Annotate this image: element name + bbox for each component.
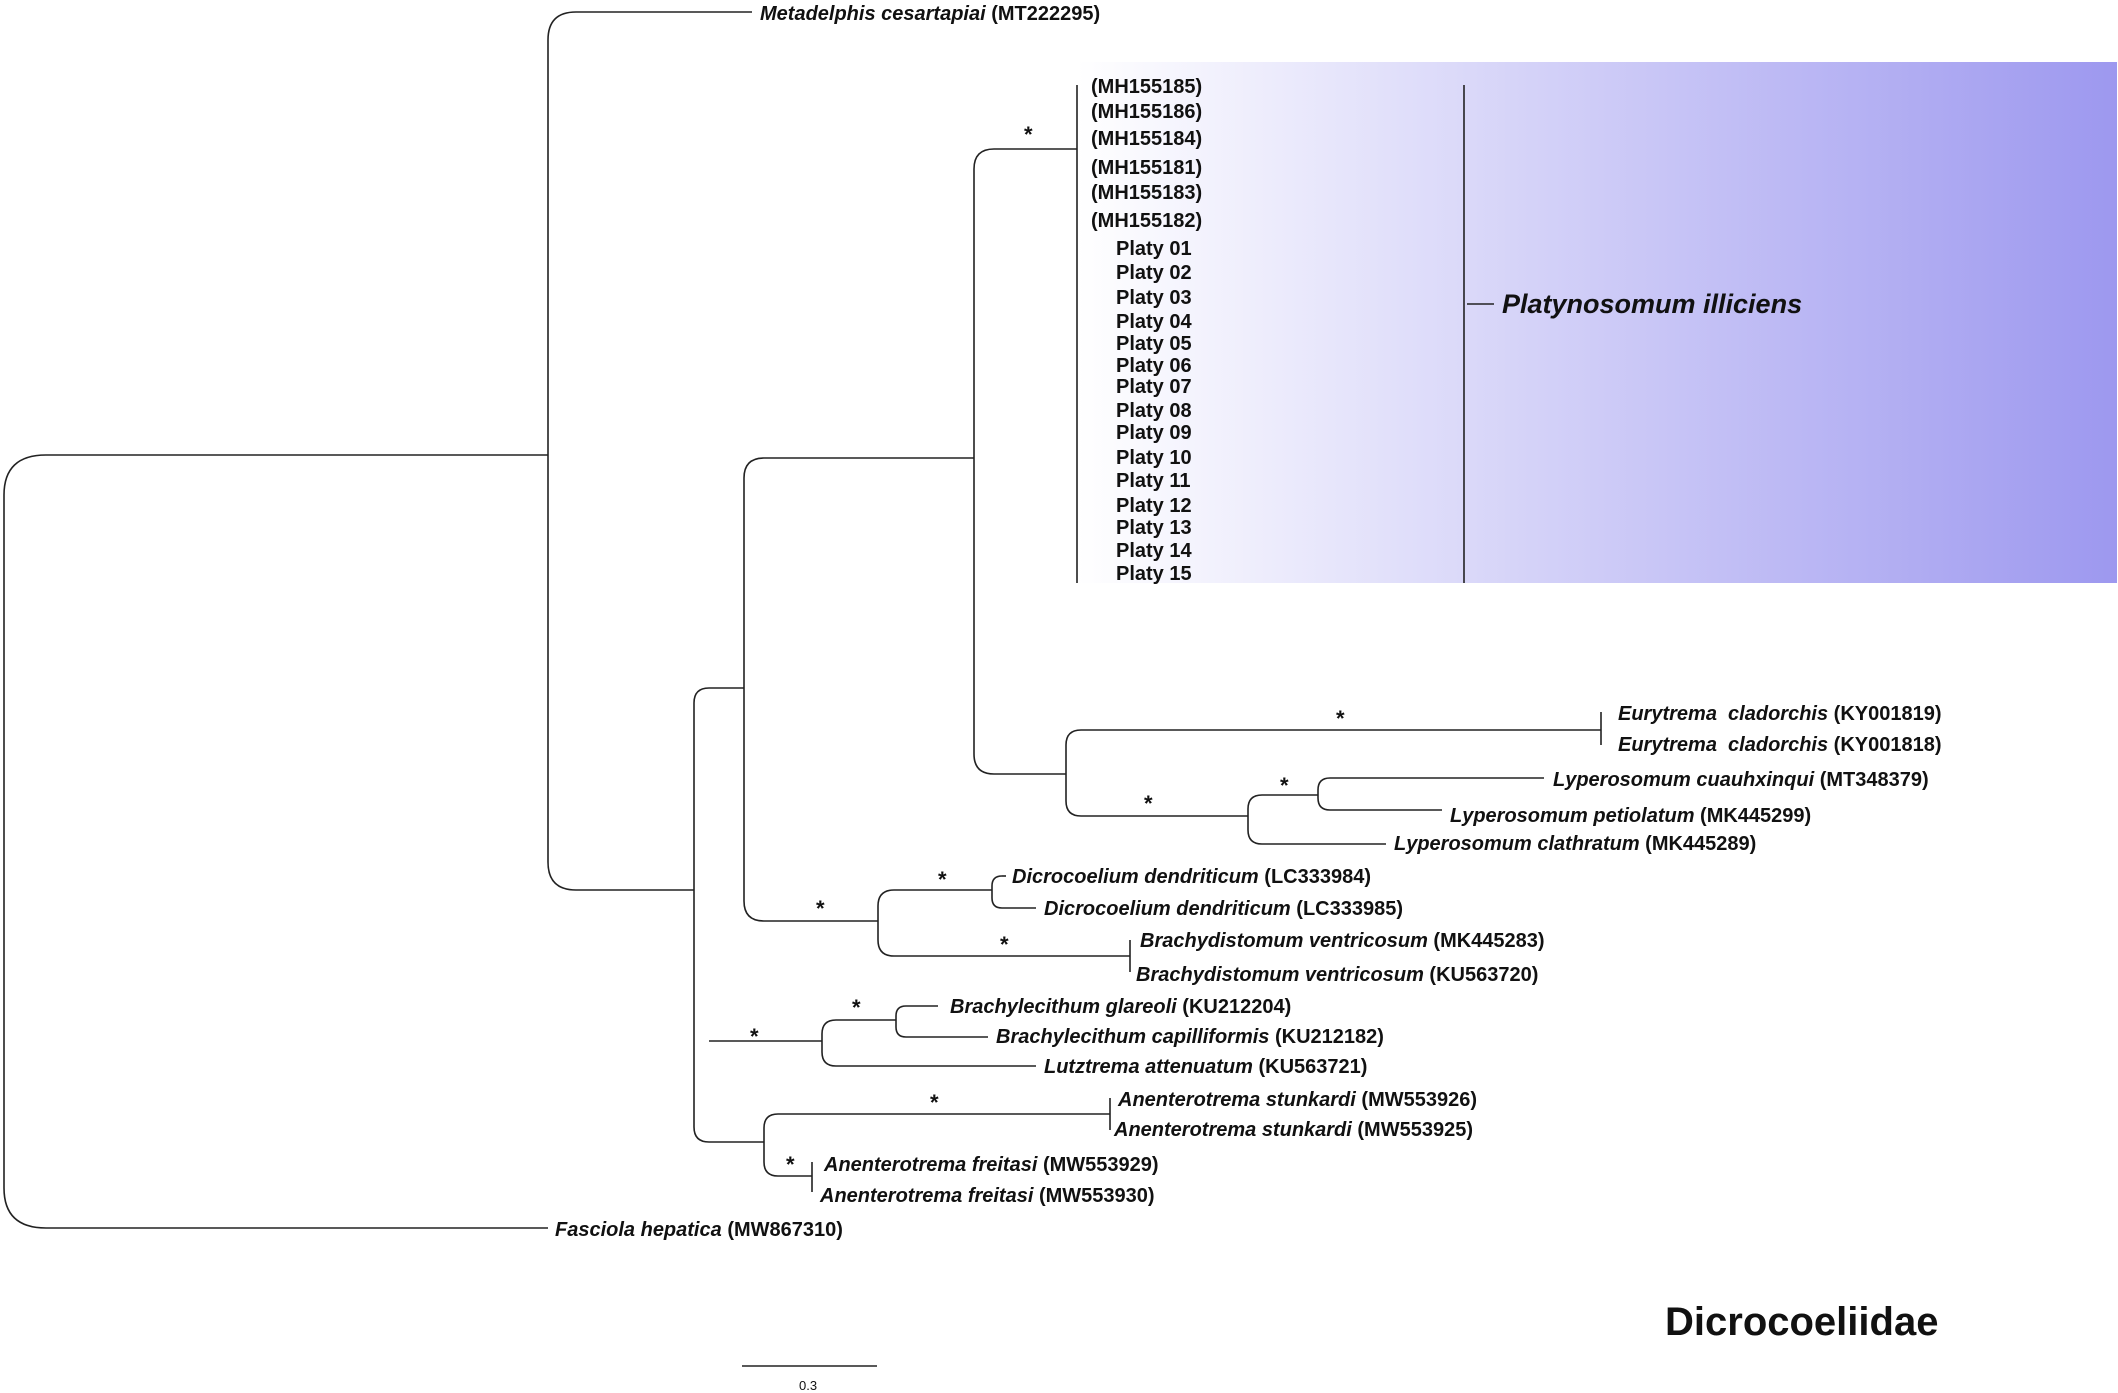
support-star: * xyxy=(938,867,947,892)
taxon-labels: Metadelphis cesartapiai (MT222295) (MH15… xyxy=(555,3,1942,1241)
branch-core-node xyxy=(693,687,710,1143)
branch-lyper-node xyxy=(1247,794,1263,845)
platy-label-8: Platy 03 xyxy=(1116,287,1192,309)
support-star: * xyxy=(1336,706,1345,731)
taxon-label: Eurytrema cladorchis (KY001818) xyxy=(1618,734,1942,756)
taxon-label: Brachydistomum ventricosum (KU563720) xyxy=(1136,964,1538,986)
taxon-label: Eurytrema cladorchis (KY001819) xyxy=(1618,703,1942,725)
platy-label-6: Platy 01 xyxy=(1116,238,1192,260)
clade-label: Platynosomum illiciens xyxy=(1502,289,1802,319)
platy-label-4: (MH155183) xyxy=(1091,182,1202,204)
branch-a2-node xyxy=(877,889,895,957)
taxon-label: Brachylecithum glareoli (KU212204) xyxy=(950,996,1291,1018)
clade-highlight xyxy=(1077,62,2117,583)
branch-dicro-node xyxy=(991,875,1003,909)
platy-label-3: (MH155181) xyxy=(1091,157,1202,179)
taxon-label: Lyperosomum clathratum (MK445289) xyxy=(1394,833,1756,855)
platy-label-7: Platy 02 xyxy=(1116,262,1192,284)
family-title: Dicrocoeliidae xyxy=(1665,1300,1938,1344)
platy-label-17: Platy 12 xyxy=(1116,495,1192,517)
branch-brachyl-node xyxy=(895,1005,907,1038)
platy-label-10: Platy 05 xyxy=(1116,333,1192,355)
taxon-label: Fasciola hepatica (MW867310) xyxy=(555,1219,843,1241)
taxon-label: Anenterotrema stunkardi (MW553925) xyxy=(1113,1119,1473,1141)
taxon-label: Anenterotrema freitasi (MW553930) xyxy=(819,1185,1155,1207)
taxon-label: Lyperosomum cuauhxinqui (MT348379) xyxy=(1553,769,1929,791)
support-star: * xyxy=(852,995,861,1020)
platy-label-13: Platy 08 xyxy=(1116,400,1192,422)
platy-label-16: Platy 11 xyxy=(1116,470,1191,492)
taxon-label: Anenterotrema stunkardi (MW553926) xyxy=(1117,1089,1477,1111)
branch-a1-node xyxy=(973,148,995,775)
platy-label-11: Platy 06 xyxy=(1116,355,1192,377)
support-star: * xyxy=(750,1024,759,1049)
support-star: * xyxy=(1000,932,1009,957)
platy-label-1: (MH155186) xyxy=(1091,101,1202,123)
taxon-label: Lutztrema attenuatum (KU563721) xyxy=(1044,1056,1367,1078)
branch-b-node xyxy=(821,1019,837,1067)
support-star: * xyxy=(816,896,825,921)
branch-lyper-inner-node xyxy=(1317,777,1331,811)
platy-label-15: Platy 10 xyxy=(1116,447,1192,469)
tree-branches xyxy=(3,11,1602,1229)
taxon-label: Dicrocoelium dendriticum (LC333984) xyxy=(1012,866,1371,888)
platy-label-9: Platy 04 xyxy=(1116,311,1192,333)
branch-eu-ly-node xyxy=(1065,729,1082,817)
support-star: * xyxy=(930,1090,939,1115)
platy-label-0: (MH155185) xyxy=(1091,76,1202,98)
platy-label-5: (MH155182) xyxy=(1091,210,1202,232)
support-star: * xyxy=(1144,791,1153,816)
bootstrap-markers: * * * * * * * * * * * xyxy=(750,122,1345,1177)
platy-label-19: Platy 14 xyxy=(1116,540,1192,562)
taxon-label: Brachydistomum ventricosum (MK445283) xyxy=(1140,930,1545,952)
support-star: * xyxy=(786,1152,795,1177)
taxon-label: Lyperosomum petiolatum (MK445299) xyxy=(1450,805,1811,827)
platy-label-20: Platy 15 xyxy=(1116,563,1192,585)
taxon-label: Metadelphis cesartapiai (MT222295) xyxy=(760,3,1100,25)
support-star: * xyxy=(1280,773,1289,798)
scale-label: 0.3 xyxy=(799,1378,817,1393)
taxon-label: Anenterotrema freitasi (MW553929) xyxy=(823,1154,1159,1176)
taxon-label: Dicrocoelium dendriticum (LC333985) xyxy=(1044,898,1403,920)
platy-label-18: Platy 13 xyxy=(1116,517,1192,539)
platy-label-2: (MH155184) xyxy=(1091,128,1202,150)
platy-label-12: Platy 07 xyxy=(1116,376,1192,398)
platy-label-14: Platy 09 xyxy=(1116,422,1192,444)
branch-c-node xyxy=(763,1113,779,1177)
support-star: * xyxy=(1024,122,1033,147)
branch-ingroup-node xyxy=(547,11,577,891)
taxon-label: Brachylecithum capilliformis (KU212182) xyxy=(996,1026,1384,1048)
branch-a-node xyxy=(743,457,765,922)
branch-root xyxy=(3,454,47,1229)
